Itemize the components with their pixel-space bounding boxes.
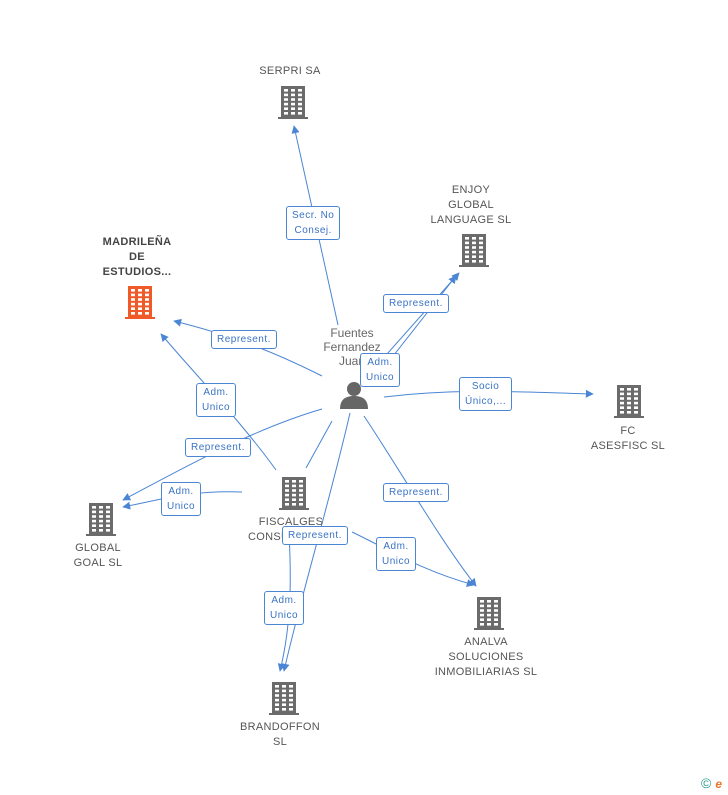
edge-label-enjoy-adm[interactable]: Adm. Unico xyxy=(360,353,401,387)
company-label-brandoffon[interactable]: BRANDOFFON SL xyxy=(240,721,320,748)
footer-brand[interactable]: ©e xyxy=(701,775,722,791)
company-label-global[interactable]: GLOBAL GOAL SL xyxy=(73,542,123,569)
building-icon-fc[interactable] xyxy=(614,385,644,418)
company-label-madrilena[interactable]: MADRILEÑA DE ESTUDIOS... xyxy=(102,236,172,278)
building-icon-serpri[interactable] xyxy=(278,86,308,119)
brand-logo-letter: e xyxy=(715,777,722,791)
edge-label-madrilena-adm[interactable]: Adm. Unico xyxy=(196,383,237,417)
company-label-serpri[interactable]: SERPRI SA xyxy=(259,65,321,77)
edge-brandoffon-1 xyxy=(281,412,351,672)
person-icon[interactable] xyxy=(340,382,368,409)
company-label-analva[interactable]: ANALVA SOLUCIONES INMOBILIARIAS SL xyxy=(434,636,538,678)
edge-label-madrilena-represent[interactable]: Represent. xyxy=(211,330,277,349)
building-icon-analva[interactable] xyxy=(474,597,504,630)
edge-label-enjoy-represent[interactable]: Represent. xyxy=(383,294,449,313)
edge-label-fc[interactable]: Socio Único,... xyxy=(459,377,513,411)
edge-fiscalges-person xyxy=(305,420,333,469)
edge-label-analva-adm[interactable]: Adm. Unico xyxy=(376,537,417,571)
edge-label-brandoffon-represent[interactable]: Represent. xyxy=(282,526,348,545)
building-icon-enjoy[interactable] xyxy=(459,234,489,267)
building-icon-brandoffon[interactable] xyxy=(269,682,299,715)
edge-label-analva-represent[interactable]: Represent. xyxy=(383,483,449,502)
edge-label-brandoffon-adm[interactable]: Adm. Unico xyxy=(264,591,305,625)
copyright-icon: © xyxy=(700,775,712,791)
edge-label-global-adm[interactable]: Adm. Unico xyxy=(161,482,202,516)
company-label-fc[interactable]: FC ASESFISC SL xyxy=(590,425,666,452)
building-icon-madrilena[interactable] xyxy=(125,286,155,319)
edge-label-serpri[interactable]: Secr. No Consej. xyxy=(286,206,341,240)
company-label-enjoy[interactable]: ENJOY GLOBAL LANGUAGE SL xyxy=(430,184,512,226)
building-icon-fiscalges[interactable] xyxy=(279,477,309,510)
building-icon-global[interactable] xyxy=(86,503,116,536)
edge-label-global-represent[interactable]: Represent. xyxy=(185,438,251,457)
person-label[interactable]: Fuentes Fernandez Juan xyxy=(323,326,381,368)
edge-analva-1 xyxy=(363,415,477,587)
